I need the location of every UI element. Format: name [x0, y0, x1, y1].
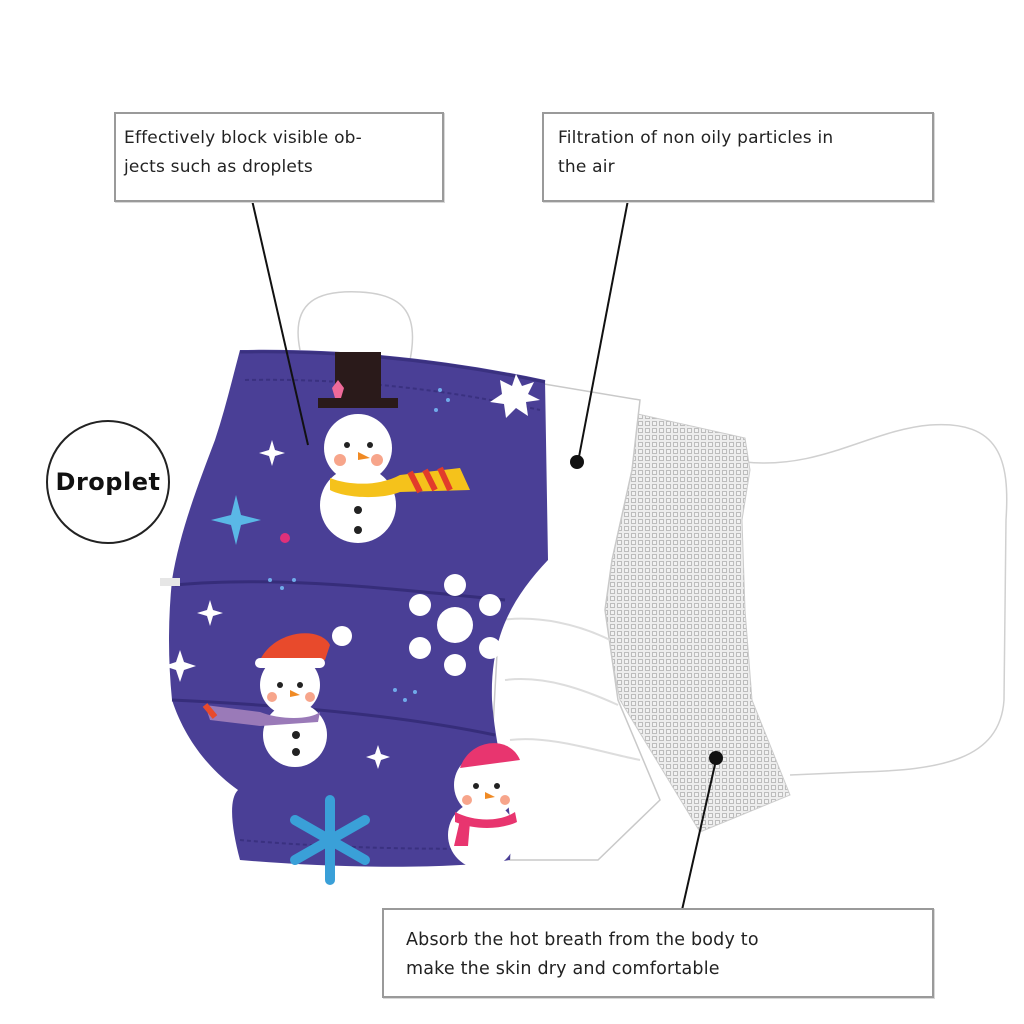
- sparkle-icon: [164, 440, 390, 769]
- snowflake-icon: [409, 574, 501, 676]
- callout-absorb-breath: Absorb the hot breath from the body to m…: [382, 908, 934, 998]
- callout-text: the air: [558, 157, 615, 177]
- callout-text: Absorb the hot breath from the body to: [406, 930, 759, 950]
- ear-loop-left: [293, 287, 418, 361]
- snowflake-icon: [490, 374, 540, 418]
- ear-loop-right: [744, 419, 1012, 780]
- callout-text: jects such as droplets: [124, 157, 313, 177]
- snowflake-icon: [290, 795, 370, 885]
- callout-text: Effectively block visible ob-: [124, 128, 362, 148]
- callout-filtration: Filtration of non oily particles in the …: [542, 112, 934, 202]
- callout-text: make the skin dry and comfortable: [406, 959, 720, 979]
- leader-dot-2: [570, 455, 584, 469]
- snowman-icon: [448, 743, 520, 869]
- droplet-badge: Droplet: [46, 420, 170, 544]
- sparkle-icon: [211, 495, 261, 545]
- droplet-label: Droplet: [55, 468, 161, 496]
- leader-line-3: [681, 759, 717, 911]
- callout-text: Filtration of non oily particles in: [558, 128, 834, 148]
- leader-dot-3: [709, 751, 723, 765]
- snowman-icon: [318, 352, 470, 543]
- callout-block-droplets: Effectively block visible ob- jects such…: [114, 112, 444, 202]
- snowman-icon: [202, 626, 352, 767]
- leader-line-1: [251, 199, 309, 446]
- leader-line-2: [577, 199, 629, 463]
